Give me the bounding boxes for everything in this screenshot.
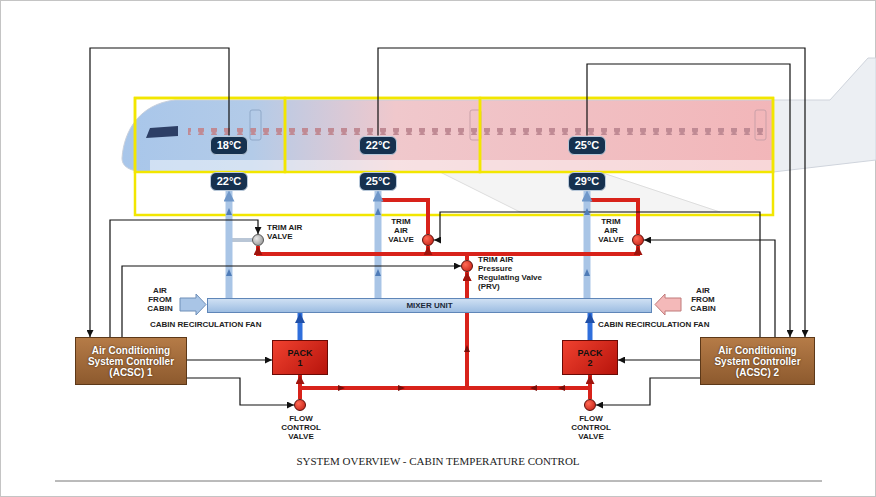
pressure-regulating-valve: TRIM AIR Pressure Regulating Valve (PRV) [461,260,473,272]
control-line [587,64,790,337]
caption-rule [55,481,822,482]
flow-control-valve: FLOW CONTROL VALVE [294,399,306,411]
zone-outline [285,98,480,172]
node-label: TRIM AIR VALVE [595,217,627,244]
hot-air-duct [300,272,467,399]
temperature-value: 25°C [575,139,600,152]
flow-arrow [375,208,381,215]
control-line [378,48,805,337]
cabin-door [755,110,766,140]
wing [440,172,720,212]
flow-arrow [558,385,565,391]
air-duct [375,191,382,299]
temperature-value: 29°C [575,175,600,188]
node-label: TRIM AIR Pressure Regulating Valve (PRV) [478,255,544,291]
flow-control-valve: FLOW CONTROL VALVE [584,399,596,411]
zone-outline [480,98,773,172]
node-label: TRIM AIR VALVE [267,223,311,241]
control-line [187,378,294,405]
node-label: MIXER UNIT [406,301,452,310]
temperature-badge: 22°C [359,136,398,155]
temperature-badge: 18°C [210,136,249,155]
fan-label: CABIN RECIRCULATION FAN [150,320,261,329]
cabin-windows [188,128,766,135]
node-label: TRIM AIR VALVE [385,217,417,244]
temperature-value: 25°C [366,175,391,188]
air-duct [584,191,591,299]
air-duct [226,191,233,299]
temperature-badge: 22°C [210,172,249,191]
zone-outline [135,98,285,172]
flow-arrow [226,269,232,276]
pack-outlet-duct [588,313,593,340]
trim-air-valve: TRIM AIR VALVE [632,234,644,246]
airflow-label: AIR FROM CABIN [143,286,177,313]
caption: SYSTEM OVERVIEW - CABIN TEMPERATURE CONT… [0,455,876,467]
temperature-badge: 25°C [359,172,398,191]
fan-label: CABIN RECIRCULATION FAN [598,320,709,329]
hot-air-duct [467,272,590,399]
control-line [618,359,700,360]
node-label: Air Conditioning System Controller (ACSC… [710,345,806,378]
cockpit-window [146,126,178,138]
trim-air-valve: TRIM AIR VALVE [422,234,434,246]
flow-arrow [584,269,590,276]
node-label: Air Conditioning System Controller (ACSC… [83,345,179,378]
node-label: PACK 2 [574,348,606,368]
flow-arrow [338,385,345,391]
temperature-value: 22°C [217,175,242,188]
flow-arrow [584,208,590,215]
tail-section [773,58,876,172]
trim-air-duct [232,238,252,242]
flow-arrow [226,208,232,215]
flow-arrow [375,269,381,276]
control-line [110,220,258,337]
temperature-value: 18°C [217,139,242,152]
control-line [434,212,760,337]
air-conditioning-pack: PACK 1 [272,340,328,375]
temperature-badge: 29°C [568,172,607,191]
flow-arrow [464,345,470,352]
cabin-air-arrow [655,294,681,315]
temperature-value: 22°C [366,139,391,152]
control-line [596,378,700,405]
controller-box: Air Conditioning System Controller (ACSC… [700,337,815,385]
fuselage [122,100,773,172]
mixer-unit: MIXER UNIT [207,298,652,313]
hot-air-duct [258,246,467,260]
pack-outlet-duct [298,313,303,340]
flow-arrow [530,385,537,391]
node-label: PACK 1 [284,348,316,368]
airflow-label: AIR FROM CABIN [686,286,720,313]
trim-air-valve: TRIM AIR VALVE [252,234,264,246]
cabin-door [250,110,261,140]
node-label: FLOW CONTROL VALVE [271,414,331,441]
air-conditioning-pack: PACK 2 [562,340,618,375]
hot-air-duct [428,246,467,260]
node-label: FLOW CONTROL VALVE [561,414,621,441]
control-line [90,48,229,337]
controller-box: Air Conditioning System Controller (ACSC… [75,337,187,385]
control-line [187,359,272,360]
flow-arrow [398,385,405,391]
cabin-air-arrow [180,294,206,315]
temperature-badge: 25°C [568,136,607,155]
fuselage-belly [150,160,773,172]
